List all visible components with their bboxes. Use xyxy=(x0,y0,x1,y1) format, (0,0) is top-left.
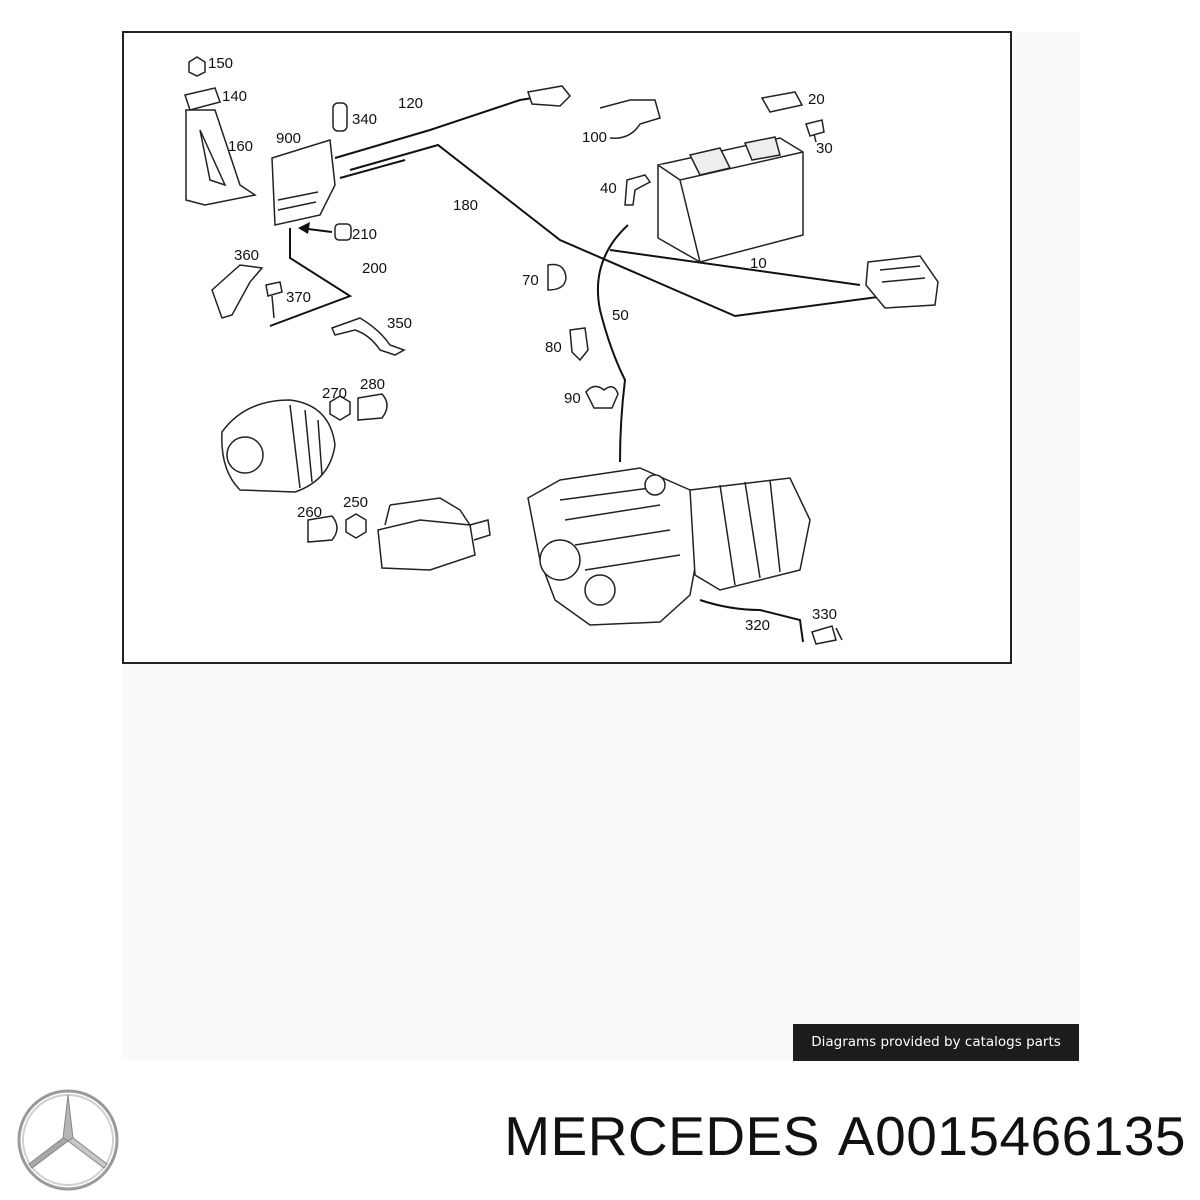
callout-150: 150 xyxy=(208,55,233,72)
callout-80: 80 xyxy=(545,339,562,356)
callout-320: 320 xyxy=(745,617,770,634)
callout-90: 90 xyxy=(564,390,581,407)
callout-30: 30 xyxy=(816,140,833,157)
cable-320 xyxy=(699,599,804,643)
callout-20: 20 xyxy=(808,91,825,108)
callout-180: 180 xyxy=(453,197,478,214)
callout-100: 100 xyxy=(582,129,607,146)
part-210-grommet xyxy=(334,223,352,241)
part-title: MERCEDES A0015466135 xyxy=(504,1104,1186,1168)
part-260-bushing xyxy=(307,515,338,543)
callout-70: 70 xyxy=(522,272,539,289)
callout-270: 270 xyxy=(322,385,347,402)
part-900-control-unit xyxy=(271,139,336,226)
callout-210: 210 xyxy=(352,226,377,243)
part-engine xyxy=(527,467,701,626)
part-70-clip xyxy=(547,263,567,291)
part-100-sensor xyxy=(599,99,661,139)
part-350-strap xyxy=(330,317,406,356)
callout-280: 280 xyxy=(360,376,385,393)
callout-140: 140 xyxy=(222,88,247,105)
callout-160: 160 xyxy=(228,138,253,155)
callout-360: 360 xyxy=(234,247,259,264)
part-340-sleeve xyxy=(332,102,348,132)
callout-330: 330 xyxy=(812,606,837,623)
part-280-bushing xyxy=(357,393,388,421)
callout-40: 40 xyxy=(600,180,617,197)
callout-120: 120 xyxy=(398,95,423,112)
part-80-sensor xyxy=(569,327,589,362)
cable-120-branch xyxy=(339,159,406,179)
part-160-bracket xyxy=(185,109,257,206)
part-90-clip xyxy=(585,385,619,409)
callout-260: 260 xyxy=(297,504,322,521)
part-transmission xyxy=(689,477,811,591)
part-30-screw xyxy=(805,119,825,143)
part-270-nut xyxy=(329,395,351,421)
cable-200 xyxy=(269,228,353,327)
callout-200: 200 xyxy=(362,260,387,277)
part-370-bolt xyxy=(265,281,283,319)
callout-370: 370 xyxy=(286,289,311,306)
part-40-elbow xyxy=(624,174,652,206)
part-140-bracket xyxy=(184,87,221,111)
callout-250: 250 xyxy=(343,494,368,511)
part-starter xyxy=(377,519,476,571)
catalog-credit-banner: Diagrams provided by catalogs parts xyxy=(793,1024,1079,1061)
callout-340: 340 xyxy=(352,111,377,128)
mercedes-star-icon xyxy=(17,1089,119,1191)
part-330-bolt xyxy=(811,625,843,645)
callout-350: 350 xyxy=(387,315,412,332)
brand-name: MERCEDES xyxy=(504,1105,820,1167)
part-number: A0015466135 xyxy=(837,1105,1186,1167)
part-20-cover xyxy=(760,91,804,113)
cable-180-branch xyxy=(609,249,861,286)
part-360-bracket xyxy=(211,264,264,319)
callout-labels: 150 140 160 900 340 120 100 20 30 40 10 … xyxy=(208,55,837,634)
callout-10: 10 xyxy=(750,255,767,272)
part-150-nut xyxy=(188,56,206,77)
cable-50 xyxy=(596,224,629,463)
callout-900: 900 xyxy=(276,130,301,147)
callout-50: 50 xyxy=(612,307,629,324)
part-120-terminal xyxy=(527,85,572,107)
cable-180 xyxy=(349,143,931,318)
part-250-nut xyxy=(345,513,367,539)
